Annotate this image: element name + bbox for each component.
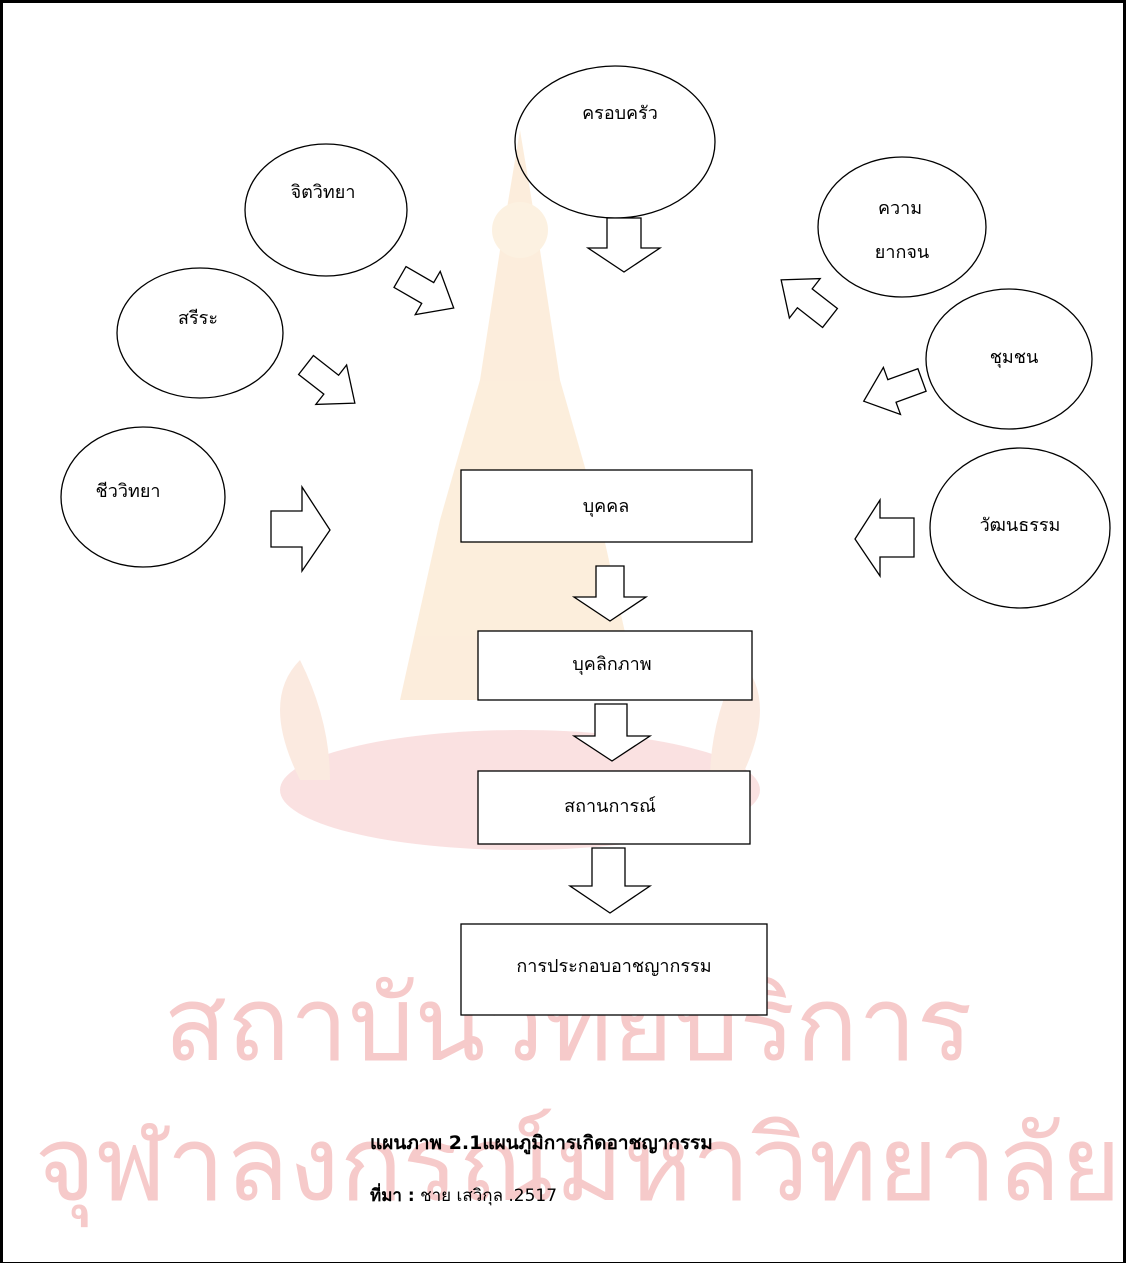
flow-person-box bbox=[460, 469, 753, 543]
source-label: ที่มา : bbox=[370, 1186, 415, 1206]
influence-culture-ellipse bbox=[929, 447, 1111, 609]
flow-situation: สถานการณ์ bbox=[477, 770, 751, 845]
influence-community-ellipse bbox=[925, 288, 1093, 430]
arrow-culture-left bbox=[854, 497, 915, 579]
arrow-poverty-left bbox=[780, 277, 839, 329]
influence-physical-label: สรีระ bbox=[178, 308, 218, 329]
source-text: ชาย เสวิกุล .2517 bbox=[420, 1186, 558, 1206]
influence-physical-ellipse bbox=[116, 267, 284, 399]
influence-biology: ชีววิทยา bbox=[60, 426, 226, 568]
influence-poverty-label-line2: ยากจน bbox=[875, 242, 929, 263]
influence-community-label: ชุมชน bbox=[990, 347, 1039, 368]
flow-personality: บุคลิกภาพ bbox=[477, 630, 753, 701]
influence-biology-ellipse bbox=[60, 426, 226, 568]
influence-biology-label: ชีววิทยา bbox=[96, 481, 161, 502]
influence-psychology-ellipse bbox=[244, 143, 408, 277]
flow-crime-box bbox=[460, 923, 768, 1016]
watermark-line2: จุฬาลงกรณ์มหาวิทยาลัย bbox=[35, 1103, 1122, 1228]
influence-poverty-ellipse bbox=[817, 156, 987, 298]
arrow-family-down bbox=[585, 217, 663, 273]
arrow-situation-down bbox=[567, 847, 653, 914]
influence-culture-label: วัฒนธรรม bbox=[980, 515, 1061, 536]
influence-family-label: ครอบครัว bbox=[582, 103, 658, 124]
flow-personality-label: บุคลิกภาพ bbox=[572, 654, 651, 675]
flow-crime: การประกอบอาชญากรรม bbox=[460, 923, 768, 1016]
influence-psychology: จิตวิทยา bbox=[244, 143, 408, 277]
figure-caption: แผนภาพ 2.1แผนภูมิการเกิดอาชญากรรม bbox=[370, 1132, 713, 1154]
flow-personality-box bbox=[477, 630, 753, 701]
influence-psychology-label: จิตวิทยา bbox=[291, 182, 356, 203]
influence-poverty: ความ ยากจน bbox=[817, 156, 987, 298]
arrow-biology-right bbox=[270, 484, 331, 574]
arrow-community-left bbox=[862, 365, 927, 416]
arrow-physical-right bbox=[297, 354, 356, 406]
influence-physical: สรีระ bbox=[116, 267, 284, 399]
arrow-person-down bbox=[571, 565, 649, 622]
flow-person-label: บุคคล bbox=[583, 496, 630, 517]
influence-poverty-label-line1: ความ bbox=[878, 198, 922, 219]
arrow-personality-down bbox=[571, 703, 653, 762]
flow-person: บุคคล bbox=[460, 469, 753, 543]
arrow-psychology-right bbox=[393, 265, 455, 316]
figure-source: ที่มา : ชาย เสวิกุล .2517 bbox=[370, 1182, 713, 1209]
flow-situation-box bbox=[477, 770, 751, 845]
influence-culture: วัฒนธรรม bbox=[929, 447, 1111, 609]
influence-community: ชุมชน bbox=[925, 288, 1093, 430]
caption-block: แผนภาพ 2.1แผนภูมิการเกิดอาชญากรรม ที่มา … bbox=[370, 1128, 713, 1209]
flow-crime-label: การประกอบอาชญากรรม bbox=[516, 956, 711, 977]
flow-situation-label: สถานการณ์ bbox=[564, 796, 656, 817]
